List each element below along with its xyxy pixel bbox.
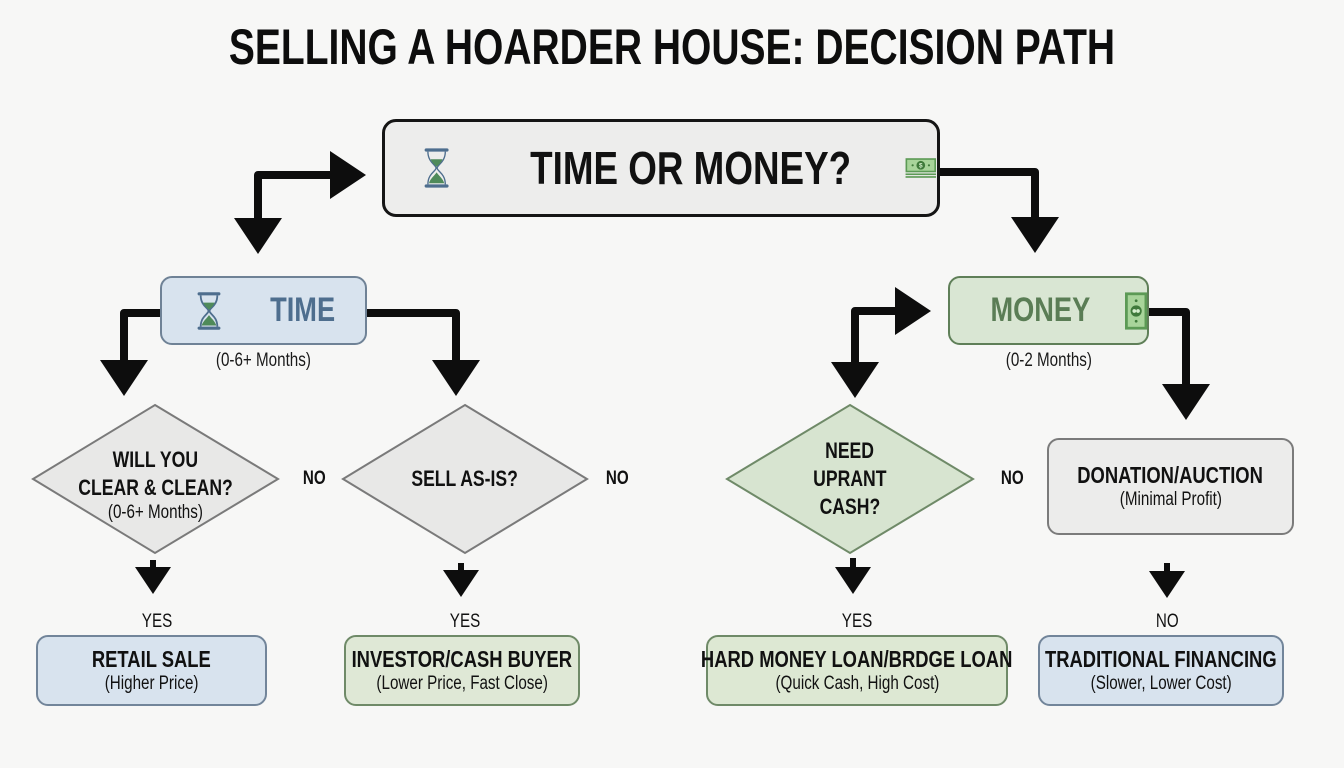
yes-label-investor: YES	[449, 611, 481, 632]
decision-diamond-sell-as-is	[341, 403, 589, 555]
decision-line: WILL YOU	[112, 447, 199, 472]
decision-line: CASH?	[819, 494, 881, 519]
outcome-retail-sale: RETAIL SALE (Higher Price)	[36, 635, 267, 706]
outcome-investor-cash-buyer: INVESTOR/CASH BUYER (Lower Price, Fast C…	[344, 635, 580, 706]
arrow-root-to-money	[940, 168, 1059, 253]
decision-sell-as-is: SELL AS-IS?	[343, 405, 587, 553]
no-label-traditional: NO	[1155, 611, 1179, 632]
decision-note: (0-6+ Months)	[107, 502, 204, 523]
yes-label-hardmoney: YES	[841, 611, 873, 632]
money-branch-box: MONEY	[948, 276, 1149, 345]
outcome-subtitle: (Minimal Profit)	[1119, 488, 1222, 510]
arrow-time-to-clear	[100, 309, 160, 396]
decision-line: CLEAR & CLEAN?	[78, 475, 233, 500]
arrow-into-root	[254, 151, 366, 228]
no-label-sell-as-is: NO	[605, 468, 629, 489]
yes-label-retail: YES	[141, 611, 173, 632]
outcome-title: DONATION/AUCTION	[1077, 461, 1264, 488]
outcome-title: RETAIL SALE	[92, 645, 211, 672]
root-question-label: TIME OR MONEY?	[530, 142, 852, 194]
svg-text:$: $	[919, 163, 923, 170]
root-question-box: TIME OR MONEY? $	[382, 119, 940, 217]
arrow-money-to-donation	[1149, 308, 1210, 420]
decision-diamond-clear-clean	[31, 403, 280, 555]
outcome-title: INVESTOR/CASH BUYER	[351, 645, 573, 672]
outcome-title: HARD MONEY LOAN/BRDGE LOAN	[701, 645, 1013, 672]
hourglass-icon	[197, 291, 221, 330]
decision-line: SELL AS-IS?	[411, 466, 519, 491]
decision-clear-clean: WILL YOU CLEAR & CLEAN? (0-6+ Months)	[33, 405, 278, 553]
arrow-time-to-asis	[367, 309, 480, 396]
outcome-subtitle: (Quick Cash, High Cost)	[775, 672, 939, 694]
outcome-subtitle: (Slower, Lower Cost)	[1090, 672, 1232, 694]
hourglass-icon	[424, 148, 449, 188]
time-branch-label: TIME	[270, 291, 336, 329]
no-label-clear-clean: NO	[302, 468, 326, 489]
outcome-subtitle: (Lower Price, Fast Close)	[376, 672, 548, 694]
decision-line: NEED	[825, 438, 875, 463]
time-branch-box: TIME	[160, 276, 367, 345]
time-duration-label: (0-6+ Months)	[215, 350, 312, 371]
arrow-into-money	[851, 287, 931, 380]
decision-line: UPRANT	[813, 466, 887, 491]
outcome-subtitle: (Higher Price)	[104, 672, 199, 694]
no-label-upfront-cash: NO	[1000, 468, 1024, 489]
dollar-bill-icon: $	[905, 158, 937, 178]
dollar-bill-icon	[1124, 291, 1147, 330]
outcome-hard-money-loan: HARD MONEY LOAN/BRDGE LOAN (Quick Cash, …	[701, 635, 1013, 706]
outcome-title: TRADITIONAL FINANCING	[1045, 645, 1277, 672]
money-duration-label: (0-2 Months)	[1005, 350, 1092, 371]
decision-upfront-cash: NEED UPRANT CASH?	[727, 405, 973, 553]
money-branch-label: MONEY	[990, 291, 1091, 329]
decision-diamond-upfront-cash	[725, 403, 975, 555]
outcome-traditional-financing: TRADITIONAL FINANCING (Slower, Lower Cos…	[1038, 635, 1284, 706]
outcome-donation-auction: DONATION/AUCTION (Minimal Profit)	[1047, 438, 1294, 535]
diagram-title: SELLING A HOARDER HOUSE: DECISION PATH	[228, 19, 1116, 75]
